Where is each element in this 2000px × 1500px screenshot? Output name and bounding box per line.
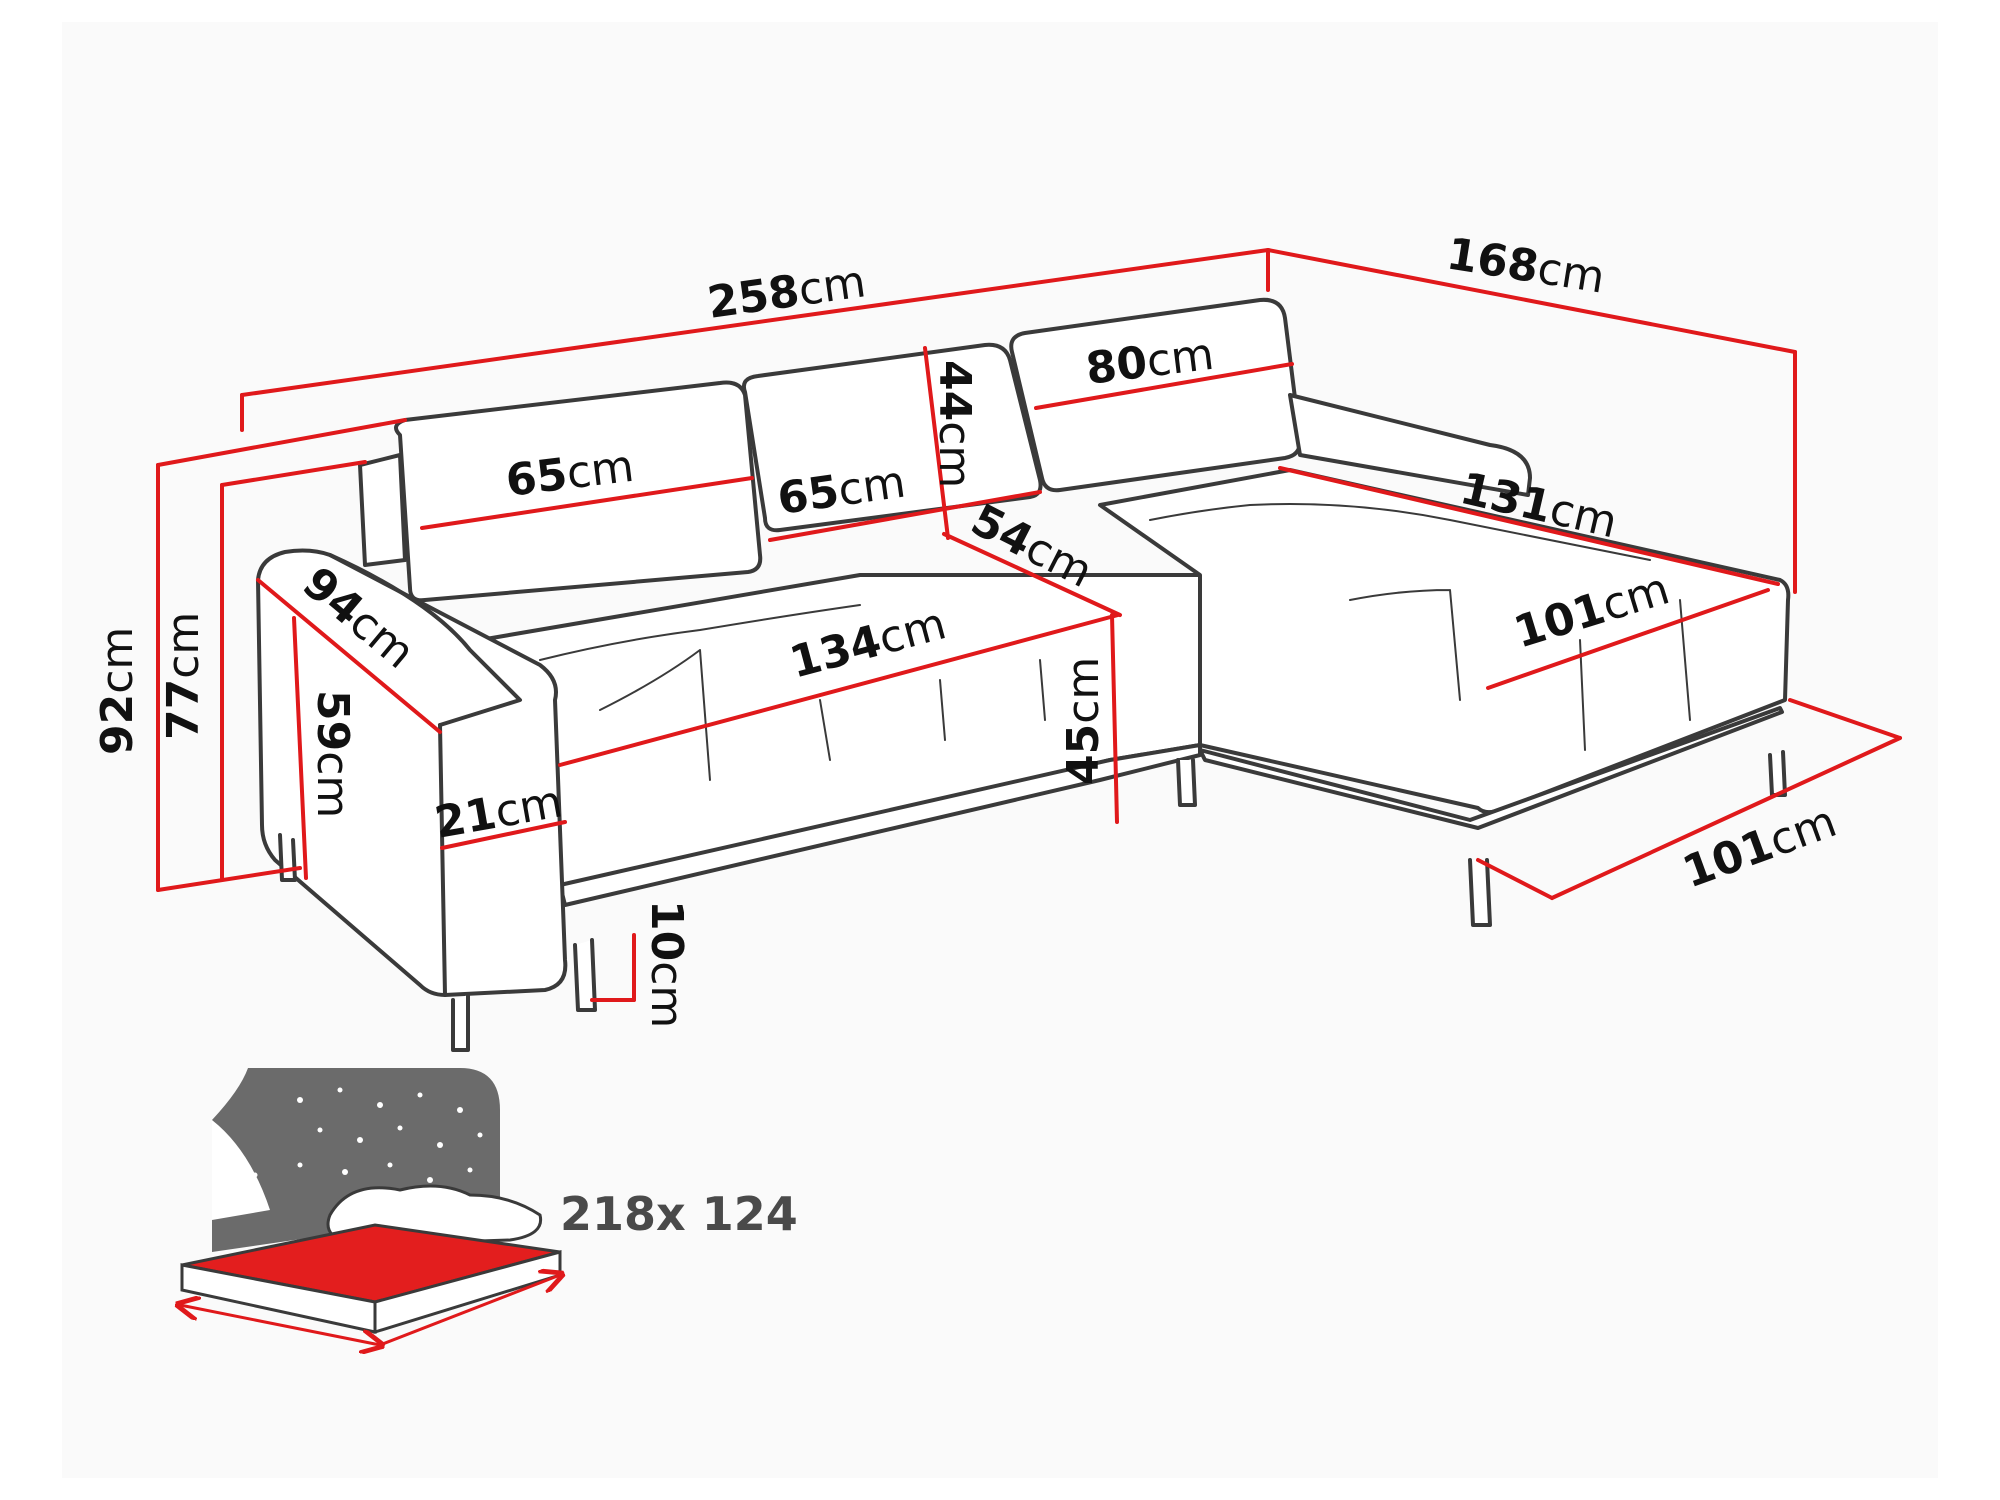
seat-front bbox=[558, 743, 1202, 907]
left-armrest bbox=[256, 548, 568, 997]
sofa-drawing bbox=[256, 297, 1791, 1052]
leg-back-left bbox=[278, 833, 297, 882]
label-92: 92cm bbox=[92, 627, 143, 755]
dimension-lines bbox=[156, 248, 1902, 1002]
leg-front-left bbox=[451, 993, 470, 1052]
dim-line-101b bbox=[1550, 736, 1902, 900]
sofa-bed-icon: 218x 124 bbox=[180, 1068, 798, 1345]
sleeping-area-label: 218x 124 bbox=[560, 1187, 798, 1241]
label-65b: 65cm bbox=[774, 457, 908, 525]
label-21: 21cm bbox=[431, 776, 566, 849]
chaise-front bbox=[1198, 706, 1784, 830]
dim-line-44 bbox=[923, 346, 950, 540]
label-168: 168cm bbox=[1443, 228, 1608, 303]
dim-line-80 bbox=[1034, 362, 1294, 410]
dim-line-258 bbox=[240, 248, 1270, 397]
label-80: 80cm bbox=[1083, 329, 1217, 395]
dim-line-168 bbox=[1266, 248, 1797, 354]
back-cushion-right bbox=[1009, 297, 1303, 493]
dim-line-54 bbox=[942, 532, 1122, 617]
dim-line-131 bbox=[1278, 466, 1780, 586]
label-258: 258cm bbox=[704, 256, 868, 329]
dim-line-65b bbox=[768, 490, 1042, 542]
chaise-seat bbox=[1098, 468, 1791, 815]
back-cushion-middle bbox=[741, 342, 1043, 533]
dim-line-59 bbox=[292, 616, 308, 880]
leg-chaise-front bbox=[1468, 858, 1492, 927]
label-44: 44cm bbox=[929, 360, 980, 488]
dim-line-65a bbox=[420, 476, 754, 530]
dim-line-45 bbox=[1110, 613, 1119, 824]
label-45: 45cm bbox=[1058, 657, 1109, 785]
dim-line-134 bbox=[558, 613, 1120, 767]
leg-front-mid bbox=[573, 938, 597, 1012]
label-65a: 65cm bbox=[503, 441, 637, 507]
leg-chaise-right bbox=[1768, 750, 1787, 797]
dim-line-21 bbox=[440, 820, 567, 850]
chaise-back bbox=[1288, 393, 1532, 497]
dim-line-94 bbox=[256, 578, 442, 734]
leg-seat-right bbox=[1176, 758, 1197, 807]
label-10: 10cm bbox=[641, 900, 692, 1028]
label-77: 77cm bbox=[158, 612, 209, 740]
label-59: 59cm bbox=[307, 690, 358, 818]
dim-line-101a bbox=[1486, 588, 1770, 690]
